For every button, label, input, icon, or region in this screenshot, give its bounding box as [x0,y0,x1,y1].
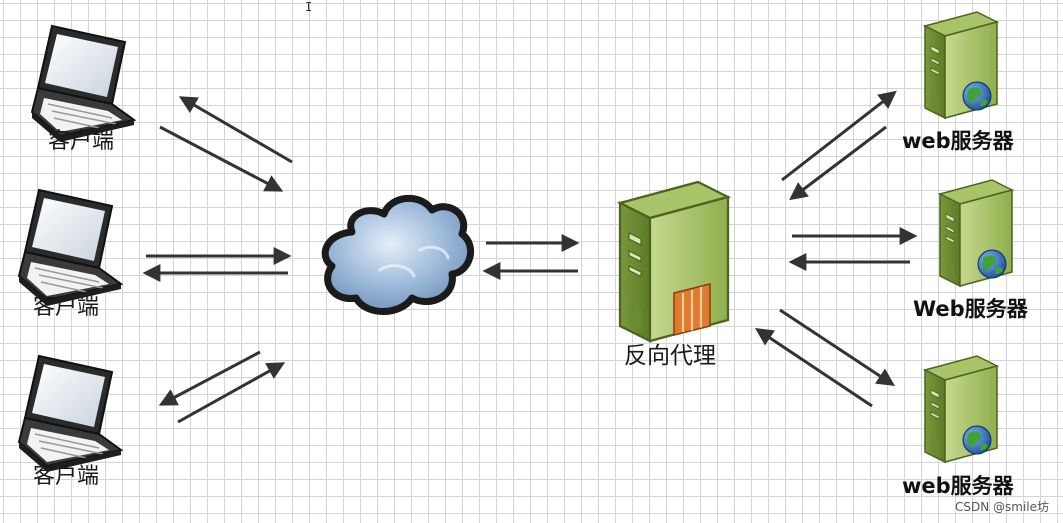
arrow-server-1-to-proxy [789,125,887,201]
laptop-icon [18,189,122,307]
connection-arrows [142,90,918,424]
arrow-proxy-to-server-1 [781,90,897,182]
server-label-2: Web服务器 [913,297,1028,321]
client-node-1 [31,25,135,143]
firewall-icon [673,283,711,336]
text-cursor-icon: I [305,0,313,14]
internet-cloud [321,194,475,315]
reverse-proxy-node [618,180,730,343]
laptop-icon [31,25,135,143]
client-label-2: 客户端 [33,295,100,320]
client-node-3 [18,355,122,473]
web-server-node-2 [939,179,1013,287]
client-label-3: 客户端 [33,464,100,489]
proxy-label: 反向代理 [624,343,716,369]
arrow-client-1-to-cloud [159,125,284,192]
client-node-2 [18,189,122,307]
arrow-proxy-to-server-3 [779,308,896,386]
arrow-server-3-to-proxy [755,328,873,408]
arrow-client-3-to-cloud [177,362,286,424]
globe-icon [962,81,992,111]
globe-icon [977,249,1007,279]
arrow-cloud-to-client-1 [178,96,293,164]
laptop-icon [18,355,122,473]
cloud-icon [321,194,475,315]
client-label-1: 客户端 [48,129,115,154]
watermark: CSDN @smile坊 [954,500,1049,514]
server-label-3: web服务器 [902,474,1014,498]
arrow-cloud-to-client-3 [158,350,261,406]
globe-icon [962,425,992,455]
server-label-1: web服务器 [902,129,1014,153]
web-server-node-3 [924,355,998,463]
web-server-node-1 [924,11,998,119]
